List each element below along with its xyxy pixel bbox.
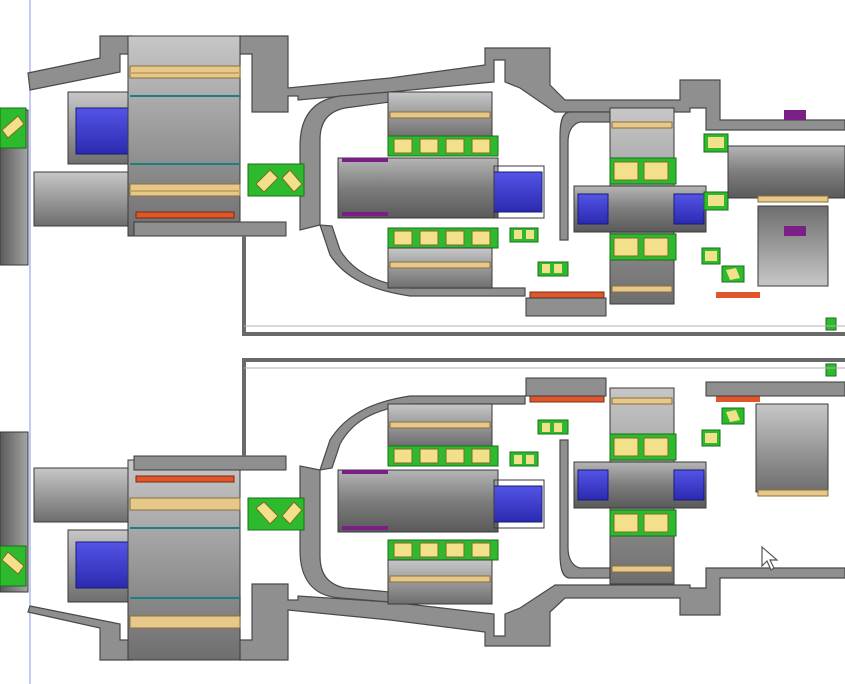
- upper-needle-bearing-bottom: [387, 227, 499, 289]
- lower-red-seal-mid: [529, 395, 605, 403]
- lower-big-gear-seal: [135, 475, 235, 483]
- upper-hub-blue: [75, 107, 129, 155]
- upper-tapered-bearing: [247, 163, 305, 197]
- lower-hub-blue: [75, 541, 129, 589]
- lower-output-bearing-top: [609, 433, 677, 461]
- upper-output-bearing-top: [609, 157, 677, 185]
- upper-right-bearing-b: [703, 191, 729, 211]
- lower-output-bearing-bottom: [609, 509, 677, 537]
- upper-intermediate-shaft: [337, 157, 499, 219]
- upper-mid-sleeve: [559, 111, 611, 241]
- lower-right-bearing-a: [701, 429, 721, 447]
- upper-right-bearing-d: [721, 265, 745, 283]
- upper-inner-sleeve: [299, 91, 391, 231]
- lower-small-bearing-b: [537, 419, 569, 435]
- upper-right-shaft: [727, 145, 845, 199]
- upper-output-bearing-bottom: [609, 233, 677, 261]
- lower-big-gear: [127, 459, 241, 661]
- lower-mid-sleeve: [559, 439, 611, 579]
- lower-output-hub-right: [673, 469, 705, 501]
- upper-purple-seal-a: [784, 110, 806, 120]
- lower-frame-line: [242, 358, 845, 456]
- upper-small-bearing-a: [509, 227, 539, 243]
- upper-half: [0, 35, 845, 336]
- lower-needle-bearing-top: [387, 403, 499, 467]
- upper-intermediate-hub: [493, 171, 543, 213]
- upper-purple-seal-b: [784, 226, 806, 236]
- upper-big-gear-seal: [135, 211, 235, 219]
- mouse-pointer-icon: [761, 546, 779, 571]
- lower-inner-sleeve: [299, 465, 391, 603]
- upper-output-hub-left: [577, 193, 609, 225]
- lower-inner-return: [319, 395, 526, 471]
- upper-needle-bearing-top: [387, 91, 499, 157]
- left-bearing: [0, 107, 27, 149]
- upper-red-seal-mid: [529, 291, 605, 299]
- upper-right-bearing-a: [703, 133, 729, 153]
- lower-small-bearing-a: [509, 451, 539, 467]
- lower-half: [0, 358, 845, 661]
- lower-right-block: [755, 403, 829, 493]
- upper-output-hub-right: [673, 193, 705, 225]
- lower-output-hub-left: [577, 469, 609, 501]
- lower-intermediate-shaft: [337, 469, 499, 533]
- lower-right-bearing-b: [721, 407, 745, 425]
- lower-needle-bearing-bottom: [387, 539, 499, 605]
- upper-inner-return: [319, 224, 526, 297]
- upper-frame-line: [242, 236, 845, 336]
- upper-small-bearing-b: [537, 261, 569, 277]
- left-bearing-lower: [0, 545, 27, 587]
- lower-tapered-bearing: [247, 497, 305, 531]
- lower-intermediate-hub: [493, 485, 543, 523]
- upper-right-bearing-c: [701, 247, 721, 265]
